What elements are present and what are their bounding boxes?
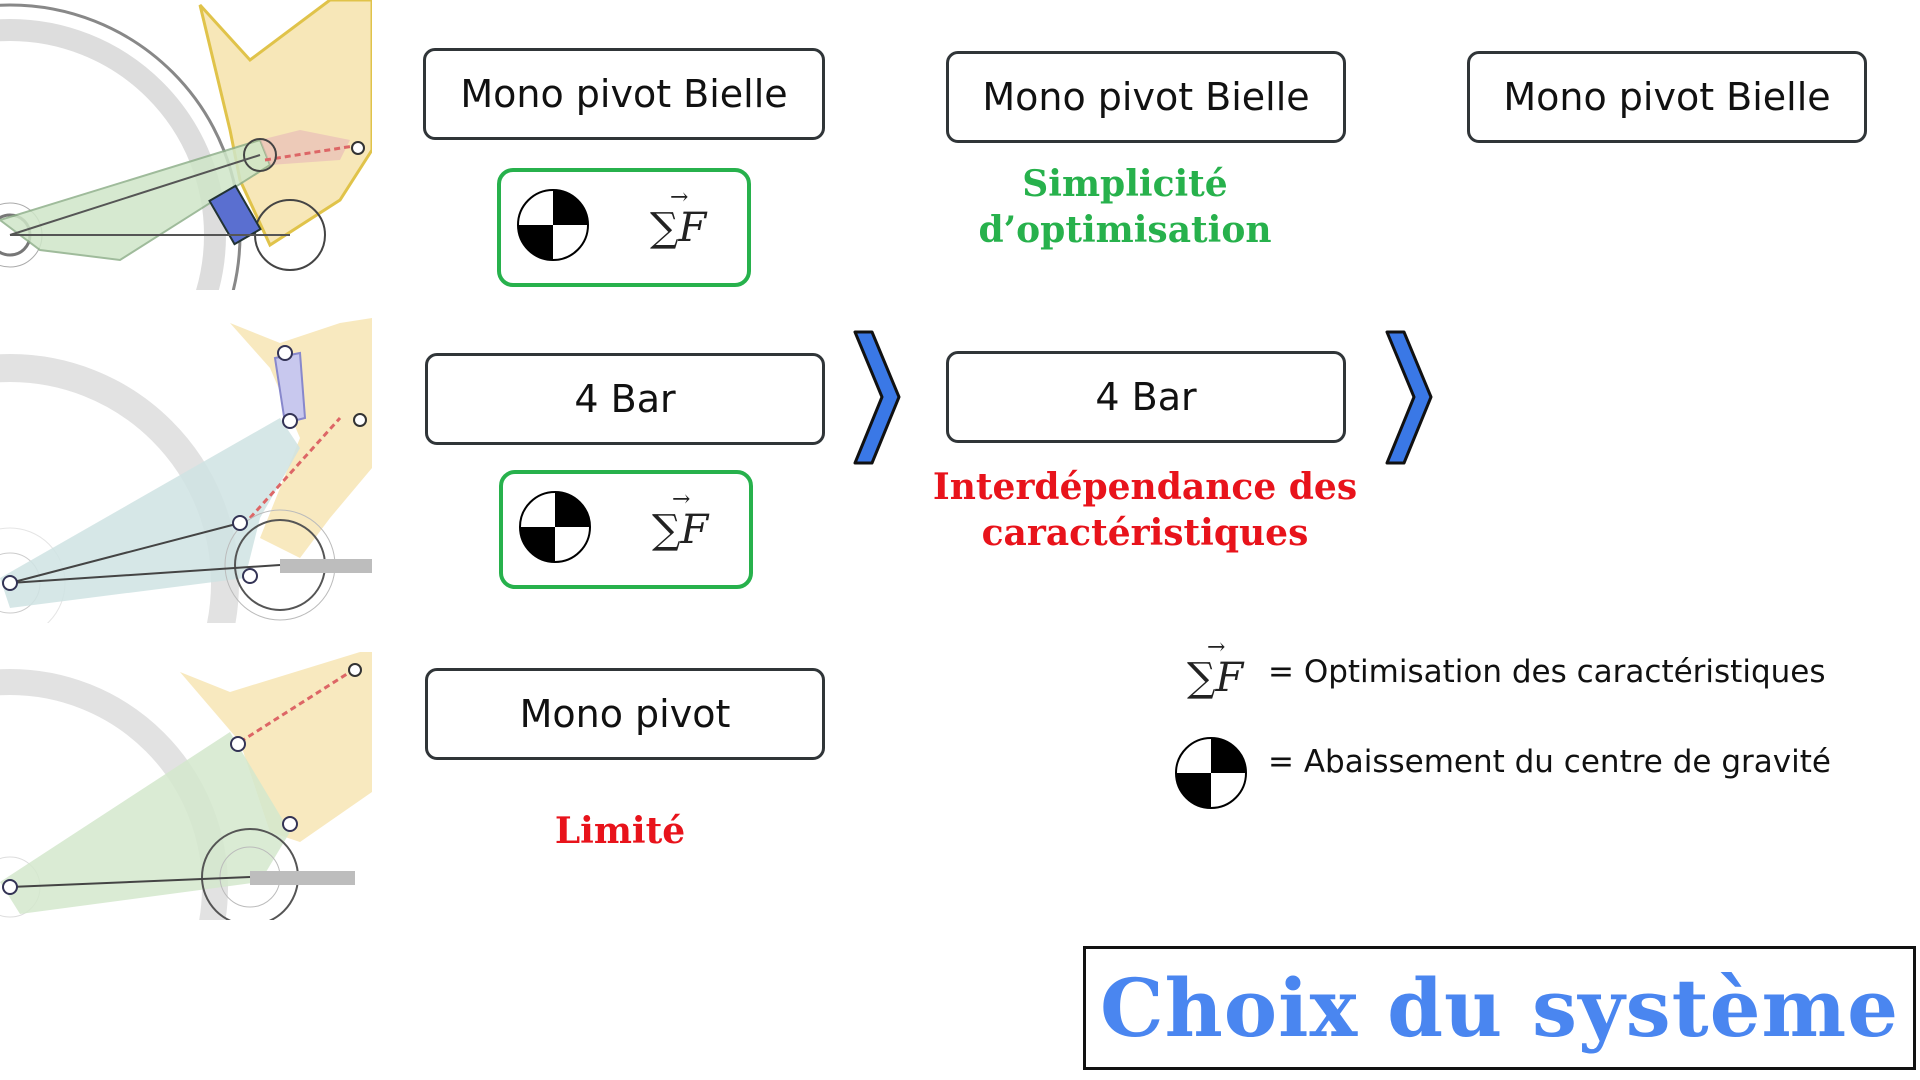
simplicite-line-2: d’optimisation: [978, 209, 1272, 251]
sum-force-text: ∑F: [650, 205, 707, 251]
title-box: Choix du système: [1083, 946, 1916, 1070]
sum-force-icon: → ∑F: [650, 185, 707, 251]
mono-pivot-bielle-box: Mono pivot Bielle: [423, 48, 825, 140]
interdependance-note: Interdépendance des caractéristiques: [900, 464, 1390, 556]
sum-force-text: ∑F: [652, 507, 709, 553]
center-of-gravity-icon: [517, 189, 589, 261]
illustration-mono-pivot-bielle: [0, 0, 372, 290]
interdependance-line-2: caractéristiques: [981, 512, 1309, 554]
chevron-right-icon: [853, 330, 901, 465]
illustration-4-bar: [0, 318, 372, 623]
center-of-gravity-icon: [519, 491, 591, 563]
legend-cog-text: = Abaissement du centre de gravité: [1268, 744, 1831, 780]
4-bar-box-2: 4 Bar: [946, 351, 1346, 443]
vector-arrow: →: [670, 185, 689, 210]
mono-pivot-bielle-box-3: Mono pivot Bielle: [1467, 51, 1867, 143]
criteria-box-1: [497, 168, 751, 287]
chevron-right-icon: [1385, 330, 1433, 465]
sum-force-text: ∑F: [1187, 655, 1244, 701]
vector-arrow: →: [1207, 635, 1226, 660]
mono-pivot-bielle-box-2: Mono pivot Bielle: [946, 51, 1346, 143]
legend-center-of-gravity-icon: [1175, 737, 1247, 809]
vector-arrow: →: [672, 487, 691, 512]
sum-force-icon: → ∑F: [652, 487, 709, 553]
4-bar-box: 4 Bar: [425, 353, 825, 445]
page-title: Choix du système: [1099, 961, 1900, 1055]
mono-pivot-box: Mono pivot: [425, 668, 825, 760]
simplicite-note: Simplicité d’optimisation: [930, 161, 1320, 253]
simplicite-line-1: Simplicité: [1022, 163, 1228, 205]
legend-sum-text: = Optimisation des caractéristiques: [1268, 654, 1826, 690]
interdependance-line-1: Interdépendance des: [932, 466, 1358, 508]
limite-note: Limité: [554, 810, 686, 852]
legend-sum-force-icon: → ∑F: [1187, 635, 1244, 701]
illustration-mono-pivot: [0, 652, 372, 920]
